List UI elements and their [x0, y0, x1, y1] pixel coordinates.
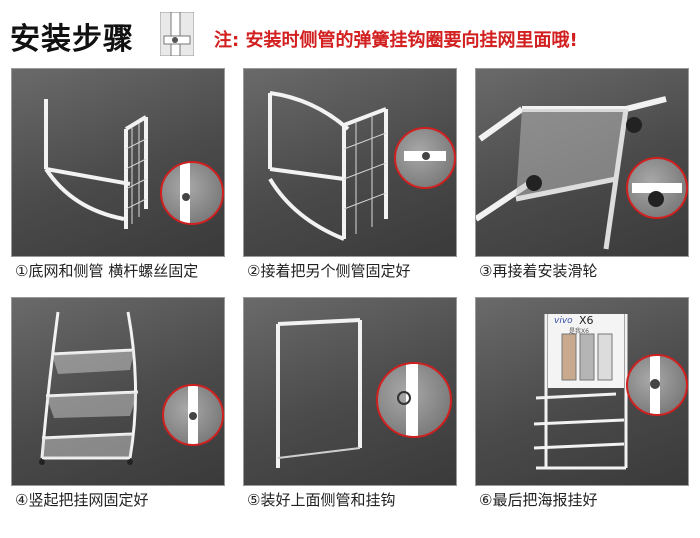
- page-header: 安装步骤 注: 安装时侧管的弹簧挂钩圈要向挂网里面哦!: [0, 0, 700, 62]
- poster-brand: vivo: [554, 316, 573, 326]
- step-2-zoom-detail: [394, 127, 456, 189]
- page-title: 安装步骤: [10, 22, 134, 57]
- step-5-zoom-detail: [376, 362, 452, 438]
- step-4-photo: [11, 297, 225, 486]
- step-1-caption: ①底网和侧管 横杆螺丝固定: [15, 262, 199, 280]
- step-6-photo: vivo X6 是我X6: [475, 297, 689, 486]
- poster-model: X6: [579, 314, 594, 327]
- step-5-caption: ⑤装好上面侧管和挂钩: [247, 491, 396, 509]
- step-6-caption: ⑥最后把海报挂好: [479, 491, 598, 509]
- step-2-caption: ②接着把另个侧管固定好: [247, 262, 411, 280]
- tube-joint-icon: [160, 12, 194, 56]
- step-4-zoom-detail: [162, 384, 224, 446]
- installation-note: 注: 安装时侧管的弹簧挂钩圈要向挂网里面哦!: [214, 30, 578, 51]
- poster-tagline: 是我X6: [569, 328, 589, 335]
- step-2-photo: [243, 68, 457, 257]
- step-3-caption: ③再接着安装滑轮: [479, 262, 598, 280]
- step-3-photo: [475, 68, 689, 257]
- step-5-photo: [243, 297, 457, 486]
- step-1-zoom-detail: [160, 161, 224, 225]
- step-6-zoom-detail: [626, 354, 688, 416]
- step-4-caption: ④竖起把挂网固定好: [15, 491, 149, 509]
- step-3-zoom-detail: [626, 157, 688, 219]
- step-1-photo: [11, 68, 225, 257]
